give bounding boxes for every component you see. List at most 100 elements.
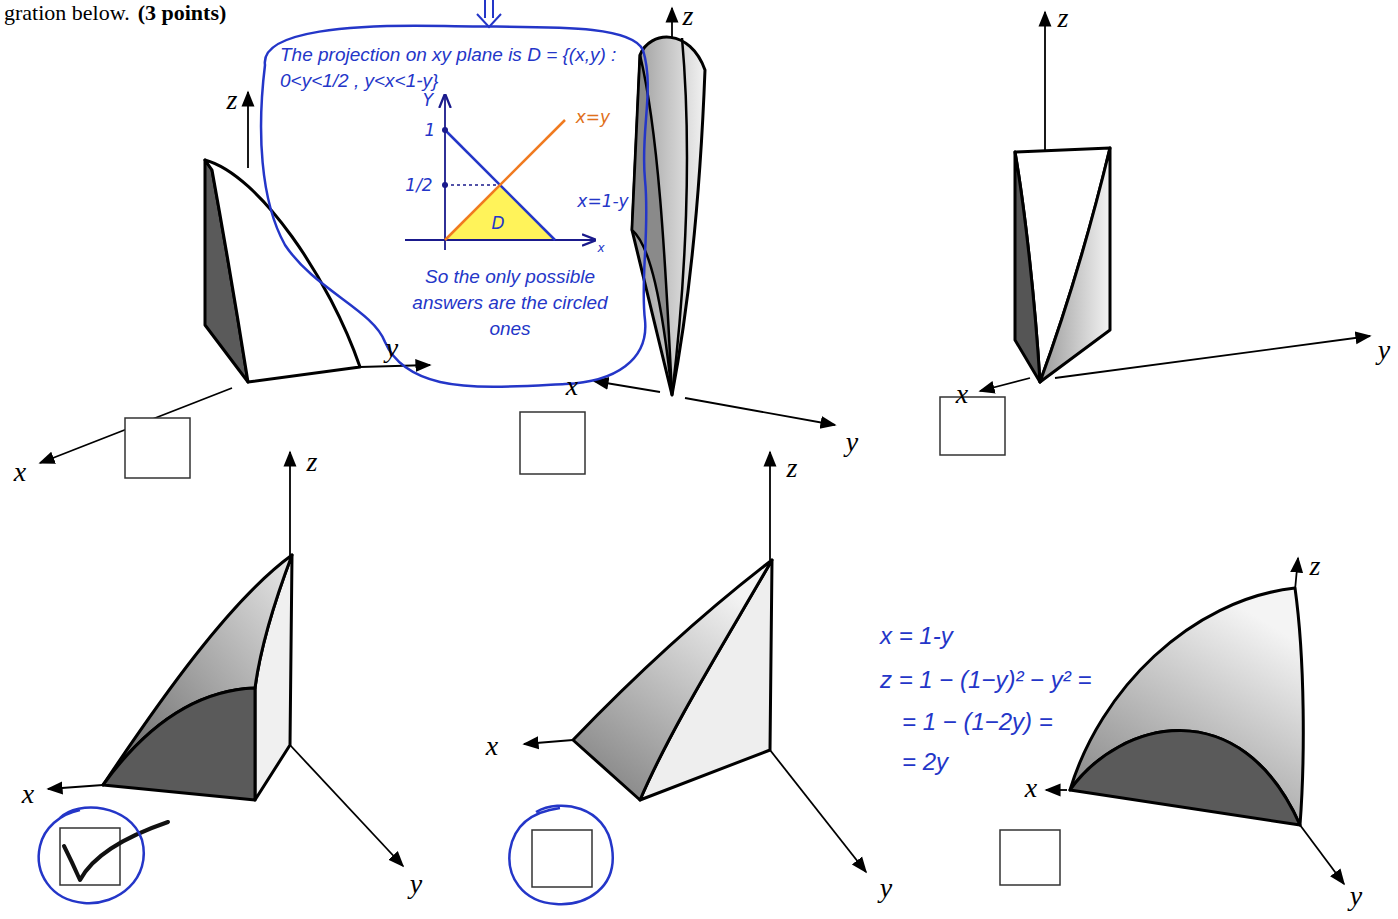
points-text: (3 points) — [138, 0, 227, 26]
y-axis — [444, 95, 446, 250]
y-axis — [360, 365, 430, 367]
axis-label-holder: y — [1350, 882, 1362, 910]
handwritten-note: z = 1 − (1−y)² − y² = — [880, 666, 1091, 695]
handwritten-note-holder: = 1 − (1−2y) = — [902, 708, 1053, 737]
solid-face — [1040, 148, 1110, 382]
checkbox — [125, 418, 190, 478]
axis-label-holder: y — [410, 870, 422, 898]
axis-label: x — [566, 372, 578, 400]
sketch-label: x=1-y — [577, 192, 628, 211]
handwritten-note-holder: z = 1 − (1−y)² − y² = — [880, 666, 1091, 695]
axis-label-holder: x — [486, 732, 498, 760]
arrow-head — [477, 14, 501, 27]
axis-label-holder: z — [227, 86, 238, 114]
solid-face — [103, 688, 255, 800]
note-text: So the only possible answers are the cir… — [405, 264, 615, 342]
tick-dot — [442, 127, 448, 133]
y-axis — [770, 750, 866, 872]
handwritten-note-holder: = 2y — [902, 748, 948, 777]
z-axis — [671, 8, 673, 38]
axis-label-holder: x — [14, 458, 26, 486]
axis-label: z — [307, 448, 318, 476]
figure-solid — [40, 92, 430, 478]
solid-face — [1070, 731, 1300, 825]
figure-solid — [940, 12, 1370, 455]
tick-dot — [442, 182, 448, 188]
y-axis — [1300, 825, 1344, 884]
y-axis — [685, 398, 835, 425]
z-axis — [769, 452, 771, 560]
region-sketch — [405, 95, 595, 250]
axis-label-holder: z — [1058, 4, 1069, 32]
handwritten-note: x = 1-y — [880, 622, 953, 651]
axis-label: z — [1058, 4, 1069, 32]
x-axis — [48, 785, 103, 789]
sketch-label-holder: 1 — [425, 121, 436, 140]
arrow-stroke — [484, 0, 486, 18]
axis-label: z — [1310, 552, 1321, 580]
region-label: D — [491, 214, 504, 233]
bubble-line — [261, 26, 648, 387]
axis-label-holder: y — [386, 334, 398, 362]
axis-label-holder: y — [880, 874, 892, 902]
answer-circle — [509, 806, 612, 904]
sketch-label: 1/2 — [405, 176, 432, 195]
answer-circle — [39, 808, 144, 904]
axis-label: y — [386, 334, 398, 362]
axis-label-holder: x — [22, 780, 34, 808]
z-axis — [247, 92, 249, 168]
axis-label-holder: z — [683, 2, 694, 30]
x-axis — [405, 239, 595, 241]
hand-arrow — [477, 0, 501, 27]
checkbox — [1000, 830, 1060, 885]
guide-line — [445, 184, 500, 185]
axis-label: z — [683, 2, 694, 30]
sketch-label-holder: 1/2 — [405, 176, 432, 195]
note-text-block: So the only possible answers are the cir… — [405, 264, 615, 342]
axis-label-holder: z — [787, 454, 798, 482]
heading-text: gration below. — [4, 0, 130, 26]
figure-solid — [520, 8, 835, 474]
y-axis — [1055, 336, 1370, 378]
axis-label-holder: y — [846, 428, 858, 456]
x-axis — [1046, 789, 1067, 791]
axis-label: z — [787, 454, 798, 482]
axis-label-holder: z — [1310, 552, 1321, 580]
axis-label-holder: x — [1025, 774, 1037, 802]
checkbox — [532, 830, 592, 887]
handwritten-note: = 2y — [902, 748, 948, 777]
axis-label: x — [22, 780, 34, 808]
axis-label: y — [410, 870, 422, 898]
z-axis — [289, 452, 291, 560]
z-axis — [1044, 12, 1046, 150]
sketch-label-holder: Y — [423, 91, 433, 110]
region-label-holder: D — [491, 214, 504, 233]
line-x-y — [445, 120, 565, 240]
axis-label: y — [846, 428, 858, 456]
x-axis — [524, 740, 573, 744]
axis-label-holder: z — [307, 448, 318, 476]
axis-label-holder: x — [956, 380, 968, 408]
axis-label: y — [1350, 882, 1362, 910]
sketch-label-holder: x — [597, 242, 604, 255]
sketch-label: Y — [423, 91, 433, 110]
y-axis — [290, 745, 403, 866]
axis-label-holder: y — [1378, 336, 1390, 364]
handwritten-note: = 1 − (1−2y) = — [902, 708, 1053, 737]
solid-face — [1015, 148, 1110, 382]
figure-solid — [509, 452, 866, 904]
axis-label: z — [227, 86, 238, 114]
axis-label: x — [1025, 774, 1037, 802]
solid-face — [1070, 588, 1303, 825]
sketch-label-holder: x=1-y — [577, 192, 628, 211]
sketch-label: x — [597, 242, 604, 255]
axis-label: x — [14, 458, 26, 486]
z-axis — [1295, 558, 1298, 590]
axis-label: y — [880, 874, 892, 902]
axis-label: y — [1378, 336, 1390, 364]
points-text-holder: (3 points) — [138, 0, 227, 26]
figure-solid — [39, 452, 403, 903]
note-text-block: The projection on xy plane is D = {(x,y)… — [280, 42, 625, 94]
